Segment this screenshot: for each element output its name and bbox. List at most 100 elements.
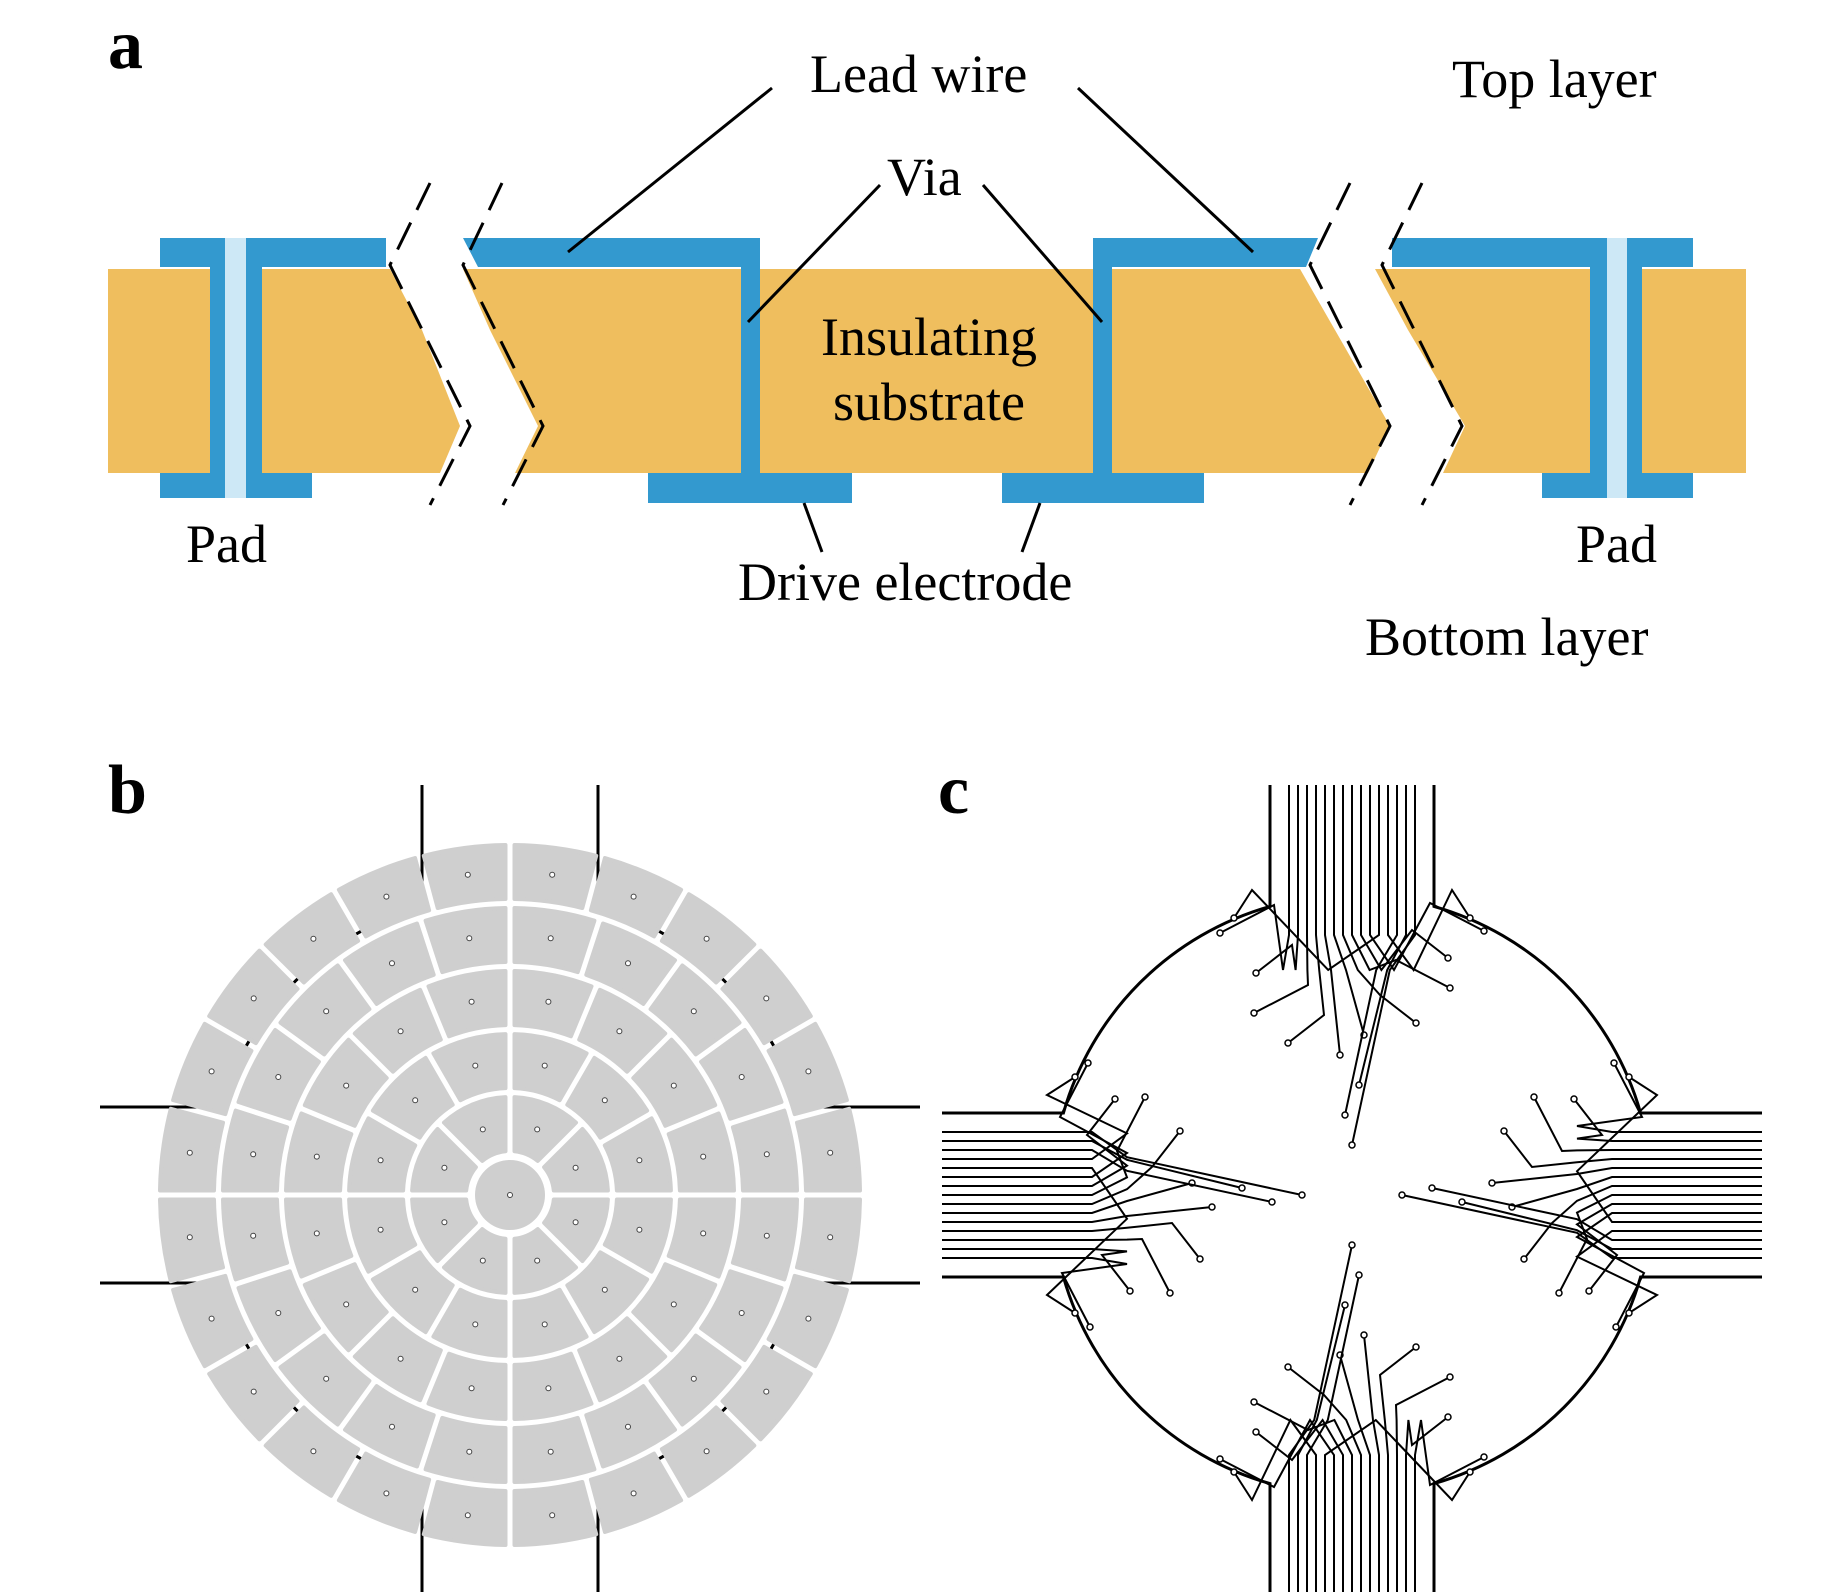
label-lead-wire: Lead wire (810, 44, 1027, 104)
electrode-via-dot (534, 1257, 541, 1264)
electrode-cell (370, 1055, 455, 1140)
routing-trace (1333, 785, 1365, 1036)
electrode-via-dot (738, 1310, 745, 1316)
electrode-via-dot (616, 1355, 623, 1362)
leader-lines (567, 86, 1255, 553)
trace-via-pad (1111, 1095, 1119, 1103)
electrode-via-dot (377, 1226, 384, 1233)
electrode-via-dot (383, 1490, 390, 1497)
pad-right-top-flange-inner (1392, 238, 1607, 267)
routing-trace (1253, 785, 1310, 1014)
electrode-cell (730, 1108, 799, 1193)
lead-wire-left (463, 238, 760, 473)
electrode-via-dot (389, 1423, 395, 1430)
electrode-cell (666, 1111, 736, 1193)
trace-via-pad (1360, 1331, 1368, 1339)
electrode-via-dot (763, 1232, 770, 1239)
routing-trace (1573, 1098, 1762, 1142)
electrode-via-dot (468, 998, 475, 1005)
cross-chamber-outline (100, 785, 920, 1592)
pad-right-barrel-right (1627, 238, 1642, 498)
trace-via-pad (1298, 1191, 1306, 1199)
electrode-cell (512, 1227, 578, 1295)
electrode-via-dot (547, 935, 554, 942)
electrode-cell (426, 969, 508, 1039)
routing-trace (1344, 785, 1398, 1116)
trace-via-pad (1126, 1287, 1134, 1295)
electrode-cells (158, 843, 862, 1547)
electrode-via-dot (466, 935, 473, 942)
electrode-via-dot (479, 1126, 486, 1133)
electrode-via-dot (805, 1315, 812, 1322)
routing-trace (1369, 785, 1485, 972)
panel-a-letter: a (108, 7, 143, 84)
label-insulating: Insulating (821, 307, 1037, 367)
electrode-cell (602, 1116, 673, 1193)
trace-via-pad (1071, 1309, 1079, 1317)
routing-trace (1288, 1244, 1353, 1592)
break-lines (388, 182, 1464, 506)
trace-via-pad (1141, 1093, 1149, 1101)
routing-trace (1575, 1212, 1762, 1328)
routing-trace (1351, 785, 1416, 1146)
leader-via-left (746, 183, 882, 324)
pad-left-barrel-right (246, 238, 262, 498)
electrode-via-dot (466, 1448, 473, 1455)
electrode-via-dot (397, 1028, 404, 1035)
electrode-via-dot (670, 1301, 677, 1308)
electrode-via-dot (549, 871, 556, 878)
electrode-via-dot (572, 1219, 579, 1226)
electrode-cell (221, 1197, 290, 1282)
trace-via-pad (1086, 1323, 1094, 1331)
break-line-3 (1308, 182, 1392, 506)
trace-via-pad (1216, 929, 1224, 937)
routing-trace (1533, 1096, 1762, 1153)
routing-trace (1324, 785, 1341, 1056)
routing-trace (1358, 785, 1407, 1086)
electrode-via-dot (601, 1097, 608, 1104)
electrode-via-dot (763, 1151, 770, 1158)
pad-left-bottom-flange-inner (262, 473, 312, 498)
trace-via-pad (1230, 914, 1238, 922)
panel-a-cross-section: a (108, 7, 1746, 667)
trace-via-pad (1268, 1198, 1276, 1206)
electrode-via-dot (313, 1230, 320, 1237)
leader-lead-wire-left (567, 86, 773, 254)
routing-trace (1324, 1418, 1471, 1592)
electrode-via-dot (472, 1062, 479, 1069)
trace-via-pad (1412, 1343, 1420, 1351)
routing-trace (942, 1098, 1129, 1187)
label-top-layer: Top layer (1452, 49, 1657, 109)
routing-trace (1363, 1334, 1380, 1592)
trace-via-pad (1466, 914, 1474, 922)
electrode-cell (431, 1032, 508, 1103)
routing-trace (1431, 1187, 1762, 1241)
routing-trace (1233, 785, 1380, 972)
electrode-via-dot (412, 1286, 419, 1293)
electrode-via-dot (541, 1321, 548, 1328)
routing-trace (942, 1182, 1193, 1214)
electrode-via-dot (464, 1512, 471, 1519)
routing-trace (942, 1076, 1129, 1160)
panel-b-letter: b (108, 752, 147, 829)
trace-via-pad (1412, 1019, 1420, 1027)
electrode-via-dot (549, 1512, 556, 1519)
electrode-via-dot (507, 1192, 513, 1198)
electrode-cell (158, 1106, 225, 1193)
electrode-cell (512, 843, 599, 910)
electrode-cell (542, 1127, 610, 1193)
electrode-cell (602, 1197, 673, 1274)
electrode-via-dot (700, 1230, 707, 1237)
electrode-cell (542, 1197, 610, 1263)
electrode-via-dot (275, 1310, 282, 1316)
label-substrate: substrate (833, 372, 1025, 432)
leader-via-right (981, 184, 1104, 323)
trace-via-pad (1625, 1073, 1633, 1081)
trace-via-pad (1520, 1255, 1528, 1263)
electrode-cell (565, 1250, 650, 1335)
routing-trace (942, 1237, 1171, 1294)
electrode-via-dot (763, 995, 770, 1002)
trace-via-pad (1284, 1363, 1292, 1371)
electrode-via-dot (630, 1490, 637, 1497)
routing-trace (1575, 1076, 1762, 1223)
